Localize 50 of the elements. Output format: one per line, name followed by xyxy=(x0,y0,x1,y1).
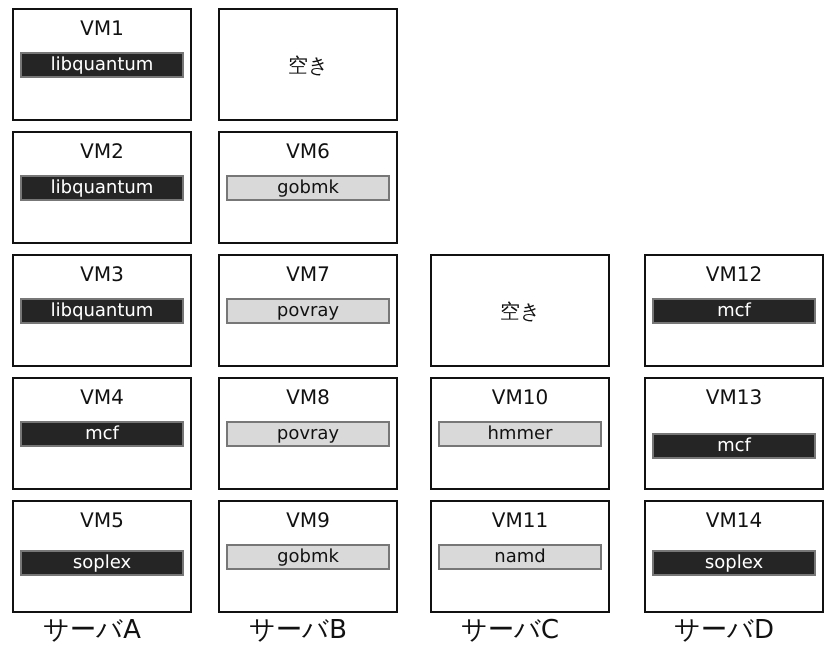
vm-label: VM4 xyxy=(79,385,125,409)
workload-bar: povray xyxy=(226,421,390,447)
vm-box xyxy=(644,377,824,490)
server-label: サーバC xyxy=(460,614,560,647)
vm-box xyxy=(12,8,192,121)
workload-bar: gobmk xyxy=(226,175,390,201)
vm-label: 空き xyxy=(287,52,329,79)
workload-bar: libquantum xyxy=(20,175,184,201)
vm-box xyxy=(644,254,824,367)
workload-bar: mcf xyxy=(652,433,816,459)
vm-box xyxy=(430,254,610,367)
vm-label: VM2 xyxy=(79,139,125,163)
vm-label: VM14 xyxy=(704,508,764,532)
workload-bar: libquantum xyxy=(20,298,184,324)
vm-box xyxy=(218,254,398,367)
vm-label: VM3 xyxy=(79,262,125,286)
workload-bar: libquantum xyxy=(20,52,184,78)
vm-label: VM8 xyxy=(285,385,331,409)
vm-box xyxy=(218,377,398,490)
vm-box xyxy=(12,254,192,367)
vm-label: VM12 xyxy=(704,262,764,286)
server-label: サーバB xyxy=(248,614,348,647)
workload-bar: gobmk xyxy=(226,544,390,570)
workload-bar: soplex xyxy=(20,550,184,576)
server-label: サーバD xyxy=(672,614,776,647)
workload-bar: hmmer xyxy=(438,421,602,447)
vm-label: VM5 xyxy=(79,508,125,532)
vm-box xyxy=(430,377,610,490)
vm-label: VM13 xyxy=(704,385,764,409)
workload-bar: povray xyxy=(226,298,390,324)
vm-label: VM10 xyxy=(490,385,550,409)
vm-label: 空き xyxy=(499,298,541,325)
vm-box xyxy=(218,131,398,244)
vm-label: VM1 xyxy=(79,16,125,40)
vm-box xyxy=(12,500,192,613)
vm-label: VM9 xyxy=(285,508,331,532)
vm-box xyxy=(218,500,398,613)
vm-box xyxy=(12,377,192,490)
vm-label: VM11 xyxy=(490,508,550,532)
vm-label: VM6 xyxy=(285,139,331,163)
vm-box xyxy=(430,500,610,613)
workload-bar: soplex xyxy=(652,550,816,576)
workload-bar: mcf xyxy=(20,421,184,447)
vm-label: VM7 xyxy=(285,262,331,286)
vm-box xyxy=(218,8,398,121)
workload-bar: namd xyxy=(438,544,602,570)
workload-bar: mcf xyxy=(652,298,816,324)
vm-box xyxy=(12,131,192,244)
vm-box xyxy=(644,500,824,613)
server-label: サーバA xyxy=(42,614,142,647)
